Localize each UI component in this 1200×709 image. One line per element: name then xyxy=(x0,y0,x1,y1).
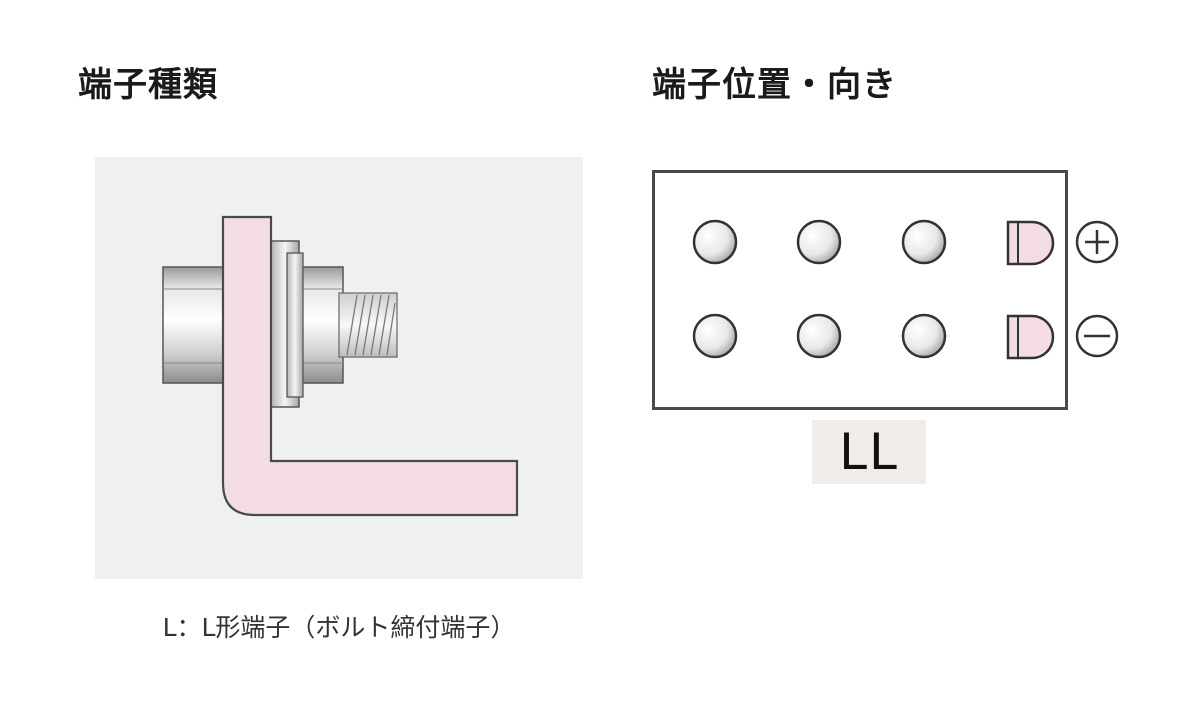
bolt-thread xyxy=(338,292,398,358)
positive-icon xyxy=(1075,220,1119,264)
cell-top-2 xyxy=(796,219,842,265)
layout-type-label: LL xyxy=(812,420,926,484)
terminal-top-positive xyxy=(1006,220,1055,266)
battery-outline xyxy=(652,170,1068,410)
terminal-type-heading: 端子種類 xyxy=(78,65,218,105)
cell-bottom-2 xyxy=(796,313,842,359)
terminal-position-heading: 端子位置・向き xyxy=(652,65,897,105)
cell-bottom-1 xyxy=(692,313,738,359)
terminal-caption: L：L形端子（ボルト締付端子） xyxy=(162,613,516,642)
cell-bottom-3 xyxy=(901,313,947,359)
cell-top-1 xyxy=(692,219,738,265)
cell-top-3 xyxy=(901,219,947,265)
terminal-illustration-panel xyxy=(95,157,583,579)
washer-inner xyxy=(286,252,304,398)
l-terminal-plate xyxy=(221,215,519,517)
terminal-bottom-negative xyxy=(1006,314,1055,360)
negative-icon xyxy=(1075,314,1119,358)
l-terminal-illustration xyxy=(162,215,519,517)
terminal-layout-box xyxy=(652,170,1068,410)
